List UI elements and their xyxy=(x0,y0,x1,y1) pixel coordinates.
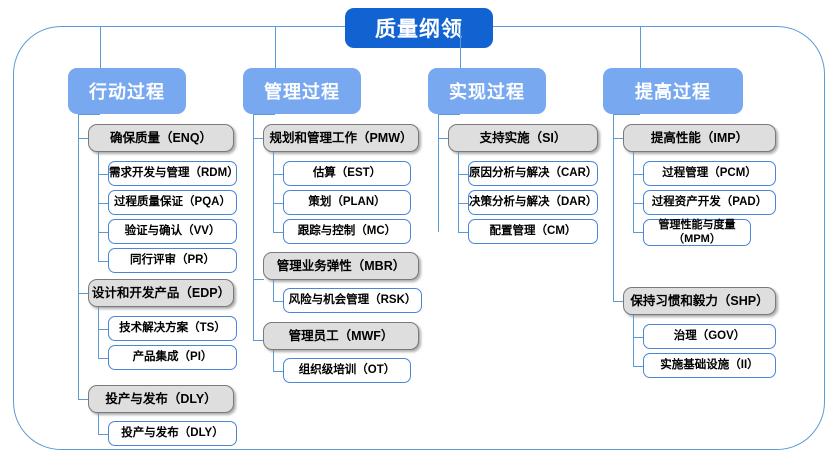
group-box-shp[interactable]: 保持习惯和毅力（SHP） xyxy=(623,287,776,315)
trunk-action xyxy=(78,114,80,399)
subtrunk-si xyxy=(458,152,460,233)
group-box-mwf[interactable]: 管理员工（MWF） xyxy=(263,322,419,350)
trunk-action-top xyxy=(78,114,100,116)
trunk-improvement-top xyxy=(613,114,640,116)
column-header-management[interactable]: 管理过程 xyxy=(243,68,361,114)
leaf-box-rdm[interactable]: 需求开发与管理（RDM） xyxy=(108,161,239,186)
header-stub-implementation xyxy=(460,26,462,68)
branch-pmw-1 xyxy=(273,203,284,205)
subtrunk-dly xyxy=(98,413,100,435)
branch-shp-0 xyxy=(633,337,644,339)
branch-enq-3 xyxy=(98,261,109,263)
group-box-edp[interactable]: 设计和开发产品（EDP） xyxy=(88,279,234,307)
branch-si-1 xyxy=(458,203,469,205)
branch-enq-2 xyxy=(98,232,109,234)
leaf-box-pqa[interactable]: 过程质量保证（PQA） xyxy=(108,190,237,215)
leaf-box-est[interactable]: 估算（EST） xyxy=(283,161,411,186)
branch-implementation-g0 xyxy=(438,138,449,140)
branch-edp-0 xyxy=(98,329,109,331)
branch-action-g0 xyxy=(78,138,89,140)
trunk-management-top xyxy=(253,114,275,116)
leaf-box-ot[interactable]: 组织级培训（OT） xyxy=(283,358,411,383)
subtrunk-enq xyxy=(98,152,100,262)
group-box-enq[interactable]: 确保质量（ENQ） xyxy=(88,124,234,152)
subtrunk-mbr xyxy=(273,280,275,302)
subtrunk-shp xyxy=(633,315,635,367)
leaf-box-ts[interactable]: 技术解决方案（TS） xyxy=(108,316,237,341)
branch-shp-1 xyxy=(633,366,644,368)
leaf-box-ii[interactable]: 实施基础设施（II） xyxy=(643,353,776,378)
leaf-box-car[interactable]: 原因分析与解决（CAR） xyxy=(468,161,598,186)
trunk-management xyxy=(253,114,255,341)
leaf-box-plan[interactable]: 策划（PLAN） xyxy=(283,190,411,215)
trunk-improvement xyxy=(613,114,615,302)
leaf-box-pcm[interactable]: 过程管理（PCM） xyxy=(643,161,776,186)
leaf-box-dly[interactable]: 投产与发布（DLY） xyxy=(108,421,237,446)
header-stub-improvement xyxy=(640,26,642,68)
branch-pmw-0 xyxy=(273,174,284,176)
leaf-box-pi[interactable]: 产品集成（PI） xyxy=(108,345,237,370)
trunk-implementation xyxy=(438,114,440,232)
branch-edp-1 xyxy=(98,358,109,360)
branch-enq-1 xyxy=(98,203,109,205)
branch-mbr-0 xyxy=(273,301,284,303)
leaf-box-dar[interactable]: 决策分析与解决（DAR） xyxy=(468,190,598,215)
branch-imp-2 xyxy=(633,232,644,234)
branch-imp-0 xyxy=(633,174,644,176)
column-header-action[interactable]: 行动过程 xyxy=(68,68,186,114)
column-header-implementation[interactable]: 实现过程 xyxy=(428,68,546,114)
branch-enq-0 xyxy=(98,174,109,176)
header-stub-action xyxy=(100,26,102,68)
group-box-mbr[interactable]: 管理业务弹性（MBR） xyxy=(263,252,419,280)
branch-imp-1 xyxy=(633,203,644,205)
branch-action-g1 xyxy=(78,293,89,295)
subtrunk-pmw xyxy=(273,152,275,233)
group-box-imp[interactable]: 提高性能（IMP） xyxy=(623,124,776,152)
branch-action-g2 xyxy=(78,399,89,401)
leaf-box-cm[interactable]: 配置管理（CM） xyxy=(468,219,598,244)
group-box-si[interactable]: 支持实施（SI） xyxy=(448,124,598,152)
leaf-box-gov[interactable]: 治理（GOV） xyxy=(643,324,776,349)
root-spine-right xyxy=(493,26,739,28)
branch-pmw-2 xyxy=(273,232,284,234)
subtrunk-mwf xyxy=(273,350,275,372)
column-header-improvement[interactable]: 提高过程 xyxy=(603,68,743,114)
branch-management-g0 xyxy=(253,138,264,140)
leaf-box-vv[interactable]: 验证与确认（VV） xyxy=(108,219,237,244)
branch-dly-0 xyxy=(98,434,109,436)
branch-improvement-g1 xyxy=(613,301,624,303)
trunk-implementation-top xyxy=(438,114,460,116)
leaf-box-mpm[interactable]: 管理性能与度量（MPM） xyxy=(643,219,751,246)
root-spine-left xyxy=(100,26,345,28)
branch-improvement-g0 xyxy=(613,138,624,140)
branch-si-2 xyxy=(458,232,469,234)
branch-si-0 xyxy=(458,174,469,176)
subtrunk-imp xyxy=(633,152,635,233)
leaf-box-rsk[interactable]: 风险与机会管理（RSK） xyxy=(283,288,422,313)
leaf-box-pr[interactable]: 同行评审（PR） xyxy=(108,248,237,273)
branch-mwf-0 xyxy=(273,371,284,373)
subtrunk-edp xyxy=(98,307,100,359)
branch-management-g1 xyxy=(253,279,264,281)
group-box-pmw[interactable]: 规划和管理工作（PMW） xyxy=(263,124,419,152)
header-stub-management xyxy=(275,26,277,68)
root-title: 质量纲领 xyxy=(345,8,493,48)
leaf-box-pad[interactable]: 过程资产开发（PAD） xyxy=(643,190,776,215)
branch-management-g2 xyxy=(253,340,264,342)
leaf-box-mc[interactable]: 跟踪与控制（MC） xyxy=(283,219,411,244)
group-box-dly[interactable]: 投产与发布（DLY） xyxy=(88,385,234,413)
